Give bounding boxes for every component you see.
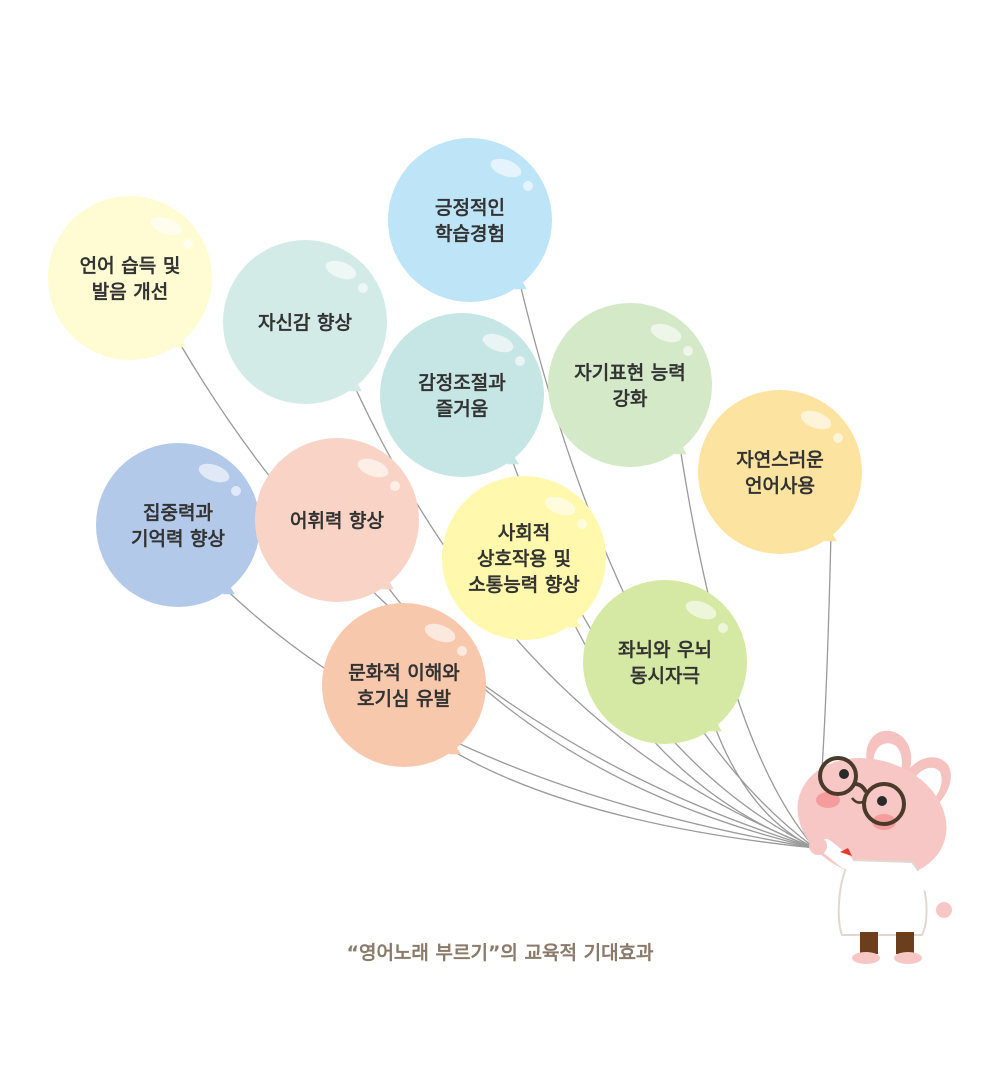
balloon-highlight-icon	[198, 463, 230, 483]
balloon-label: 소통능력 향상	[468, 574, 580, 596]
balloon-knot-icon	[448, 744, 461, 755]
balloon-body	[583, 580, 747, 744]
balloon-label: 자연스러운	[736, 449, 823, 471]
balloon-string-concentration	[228, 591, 816, 849]
balloon-body	[322, 603, 486, 767]
balloon-label: 언어사용	[745, 475, 815, 497]
balloon-body	[96, 443, 260, 607]
balloon-vocabulary: 어휘력 향상	[255, 438, 419, 602]
balloon-label: 강화	[613, 388, 648, 410]
balloon-highlight-icon	[650, 323, 682, 343]
balloon-confidence: 자신감 향상	[223, 240, 387, 404]
balloon-body	[48, 196, 212, 360]
glasses-right-icon	[862, 782, 906, 826]
balloon-label: 발음 개선	[92, 281, 169, 303]
balloon-highlight-icon	[685, 600, 717, 620]
balloon-body	[388, 138, 552, 302]
balloon-highlight-icon	[544, 496, 576, 516]
glasses-left-icon	[818, 756, 858, 796]
balloon-shine-icon	[515, 356, 525, 366]
balloon-string-cultural-understanding	[454, 751, 816, 849]
balloon-label: 문화적 이해와	[348, 662, 460, 684]
balloon-knot-icon	[709, 721, 722, 732]
balloon-body	[380, 313, 544, 477]
balloon-knot-icon	[514, 279, 527, 290]
balloon-shine-icon	[457, 646, 467, 656]
balloon-knot-icon	[381, 579, 394, 590]
balloon-shine-icon	[390, 481, 400, 491]
balloon-shine-icon	[231, 486, 241, 496]
balloon-shine-icon	[183, 239, 193, 249]
balloon-label: 호기심 유발	[357, 688, 452, 710]
balloon-string-brain-stimulation	[715, 729, 816, 849]
balloon-highlight-icon	[490, 158, 522, 178]
balloon-label: 동시자극	[630, 665, 700, 687]
balloon-label: 좌뇌와 우뇌	[618, 639, 712, 661]
balloon-shine-icon	[718, 623, 728, 633]
balloon-label: 즐거움	[436, 398, 488, 420]
balloon-knot-icon	[174, 337, 187, 348]
balloon-highlight-icon	[150, 216, 182, 236]
balloon-knot-icon	[568, 617, 581, 628]
balloon-knot-icon	[506, 454, 519, 465]
balloon-knot-icon	[674, 444, 687, 455]
balloon-label: 감정조절과	[418, 372, 506, 394]
rabbit-mascot	[797, 730, 952, 964]
diagram-caption: “영어노래 부르기”의 교육적 기대효과	[346, 942, 654, 964]
balloon-knot-icon	[222, 584, 235, 595]
balloon-label: 언어 습득 및	[80, 255, 181, 277]
balloon-shine-icon	[523, 181, 533, 191]
balloon-label: 학습경험	[435, 223, 505, 245]
balloon-label: 자기표현 능력	[574, 362, 686, 384]
balloon-shine-icon	[358, 283, 368, 293]
balloon-label: 기억력 향상	[131, 528, 226, 550]
balloon-label: 긍정적인	[435, 197, 505, 219]
balloon-label: 자신감 향상	[258, 312, 353, 334]
balloon-highlight-icon	[325, 260, 357, 280]
balloon-body	[255, 438, 419, 602]
balloon-body	[223, 240, 387, 404]
balloon-highlight-icon	[357, 458, 389, 478]
balloon-shine-icon	[683, 346, 693, 356]
balloon-knot-icon	[824, 531, 837, 542]
balloon-label: 상호작용 및	[477, 548, 571, 570]
balloon-highlight-icon	[424, 623, 456, 643]
balloon-body	[698, 390, 862, 554]
balloon-body	[548, 303, 712, 467]
balloon-highlight-icon	[800, 410, 832, 430]
balloon-highlight-icon	[482, 333, 514, 353]
balloon-knot-icon	[349, 381, 362, 392]
balloon-label: 집중력과	[143, 502, 213, 524]
balloon-shine-icon	[833, 433, 843, 443]
balloon-label: 사회적	[498, 522, 550, 544]
balloon-shine-icon	[577, 519, 587, 529]
balloon-label: 어휘력 향상	[290, 510, 385, 532]
balloon-language-acquisition: 언어 습득 및발음 개선	[48, 196, 212, 360]
balloon-body	[442, 476, 606, 640]
rabbit-body	[837, 858, 928, 936]
